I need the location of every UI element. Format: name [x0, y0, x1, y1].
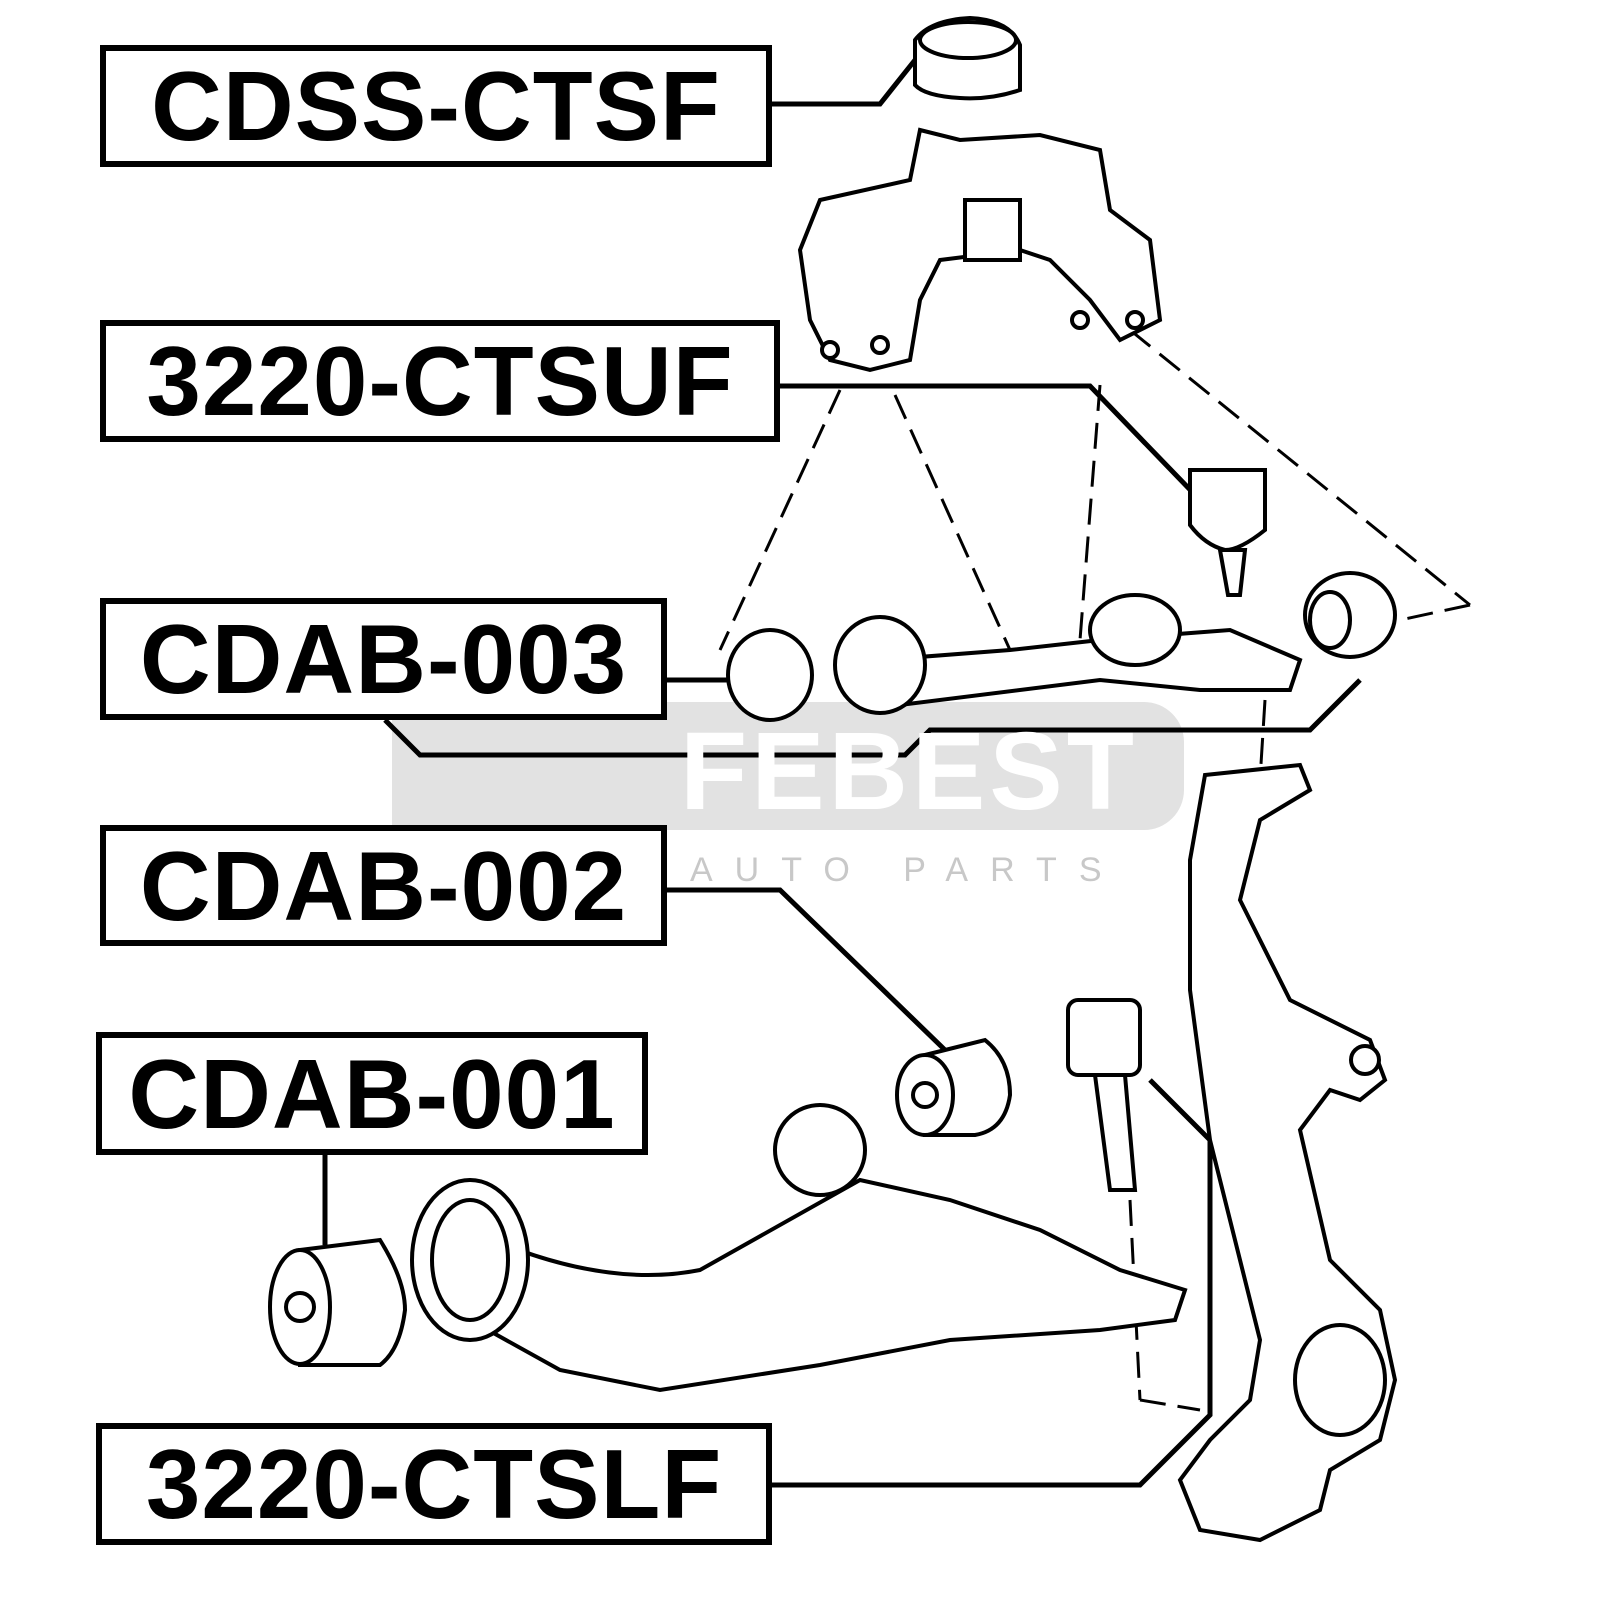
strut-mount-part: [913, 15, 1022, 101]
upper-ball-joint-part: [1188, 468, 1267, 597]
steering-knuckle-part: [1177, 762, 1398, 1543]
part-label-3220-ctsuf: 3220-CTSUF: [100, 320, 780, 442]
part-label-cdab-001: CDAB-001: [96, 1032, 648, 1155]
watermark-brand: FEBEST: [680, 710, 1138, 833]
leader-lines: [322, 58, 1362, 1488]
subframe-part: [797, 127, 1163, 373]
watermark-badge: [392, 702, 1184, 830]
watermark-subtitle: AUTO PARTS: [690, 851, 1124, 889]
part-label-cdss-ctsf: CDSS-CTSF: [100, 45, 772, 167]
part-label-3220-ctslf: 3220-CTSLF: [96, 1423, 772, 1545]
bushing-cdab001-part: [268, 1237, 408, 1367]
lower-arm-part: [410, 1103, 1188, 1393]
dashed-guides: [718, 328, 1471, 1412]
upper-arm-part: [726, 571, 1397, 722]
lower-ball-joint-part: [1066, 998, 1142, 1192]
bushing-cdab002-part: [895, 1037, 1013, 1137]
part-label-cdab-002: CDAB-002: [100, 825, 667, 946]
part-label-cdab-003: CDAB-003: [100, 598, 667, 720]
